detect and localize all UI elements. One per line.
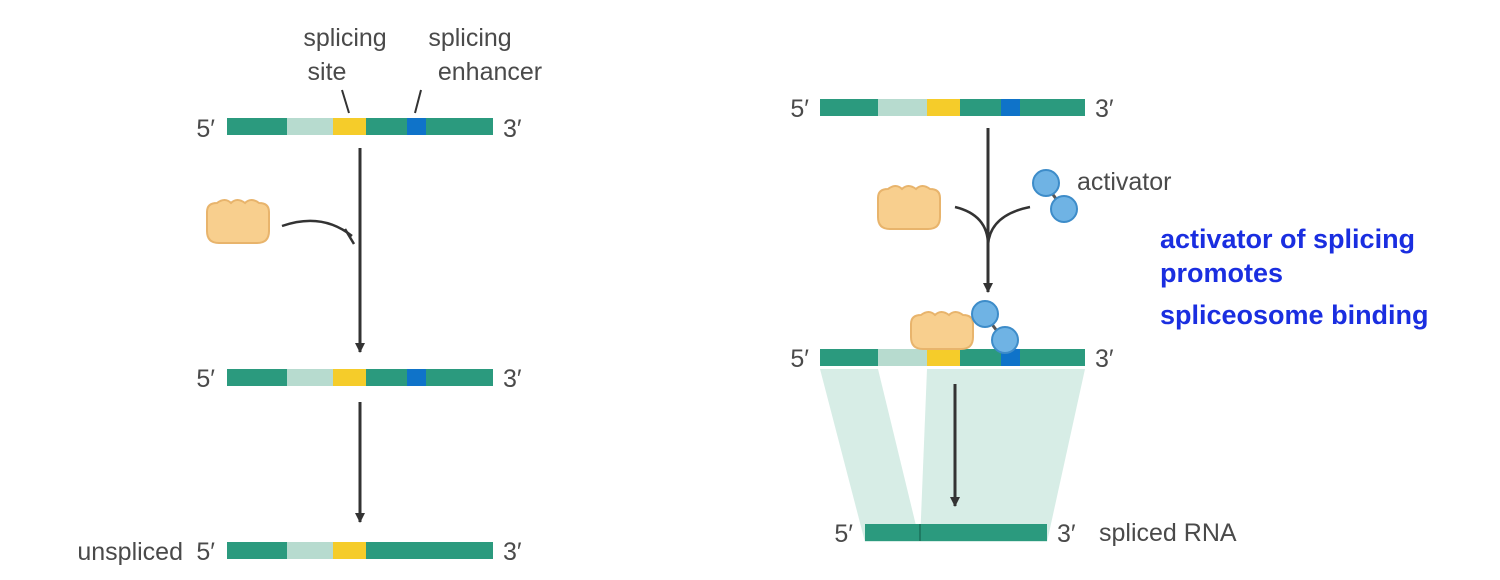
- spliceosome-protein-icon: [877, 185, 941, 230]
- five-prime-label: 5′: [790, 345, 809, 373]
- five-prime-label: 5′: [196, 365, 215, 393]
- right-strand-bottom: 5′ 3′ spliced RNA: [834, 519, 1236, 548]
- left-strand-middle: 5′ 3′: [196, 365, 521, 393]
- left-strand-bottom: unspliced 5′ 3′: [77, 538, 522, 566]
- repressor-protein-icon: [206, 199, 270, 244]
- inhibition-bar: [343, 228, 356, 245]
- three-prime-label: 3′: [503, 538, 522, 566]
- left-panel-repression: splicing site splicing enhancer 5′ 3′ 5′: [77, 24, 542, 566]
- left-strand-top: 5′ 3′: [196, 115, 521, 143]
- three-prime-label: 3′: [1095, 345, 1114, 373]
- three-prime-label: 3′: [503, 365, 522, 393]
- five-prime-label: 5′: [834, 520, 853, 548]
- five-prime-label: 5′: [790, 95, 809, 123]
- exon-segment: [287, 369, 333, 386]
- outcome-unspliced-label: unspliced: [77, 538, 183, 566]
- label-splicing-site-line1: splicing: [303, 24, 386, 52]
- right-panel-activation: 5′ 3′ activator 5′ 3′: [790, 95, 1428, 548]
- five-prime-label: 5′: [196, 115, 215, 143]
- label-splicing-site-line2: site: [308, 58, 347, 86]
- activator-label: activator: [1077, 168, 1171, 196]
- splice-site-segment: [333, 369, 366, 386]
- enhancer-segment: [407, 118, 426, 135]
- five-prime-label: 5′: [196, 538, 215, 566]
- splice-site-segment: [333, 118, 366, 135]
- note-line-1: activator of splicing: [1160, 224, 1415, 254]
- note-line-2: promotes: [1160, 258, 1283, 288]
- note-line-3: spliceosome binding: [1160, 300, 1429, 330]
- three-prime-label: 3′: [1095, 95, 1114, 123]
- three-prime-label: 3′: [503, 115, 522, 143]
- three-prime-label: 3′: [1057, 520, 1076, 548]
- exon-segment: [878, 99, 927, 116]
- converge-curve-left: [954, 205, 990, 246]
- exon-segment: [287, 542, 333, 559]
- splice-site-segment: [927, 99, 960, 116]
- mapping-shade-right: [920, 369, 1085, 542]
- right-strand-middle: 5′ 3′: [790, 345, 1113, 373]
- right-strand-top: 5′ 3′: [790, 95, 1113, 123]
- splice-site-segment: [927, 349, 960, 366]
- enhancer-segment: [1001, 99, 1020, 116]
- exon-segment: [878, 349, 927, 366]
- outcome-spliced-label: spliced RNA: [1099, 519, 1237, 547]
- converge-curve-right: [986, 205, 1031, 246]
- splice-site-segment: [333, 542, 366, 559]
- label-enhancer-line1: splicing: [428, 24, 511, 52]
- label-enhancer-line2: enhancer: [438, 58, 542, 86]
- inhibition-curve: [281, 219, 353, 237]
- pointer-enhancer: [414, 89, 422, 114]
- bound-spliceosome-icon: [910, 311, 974, 350]
- pointer-splicing-site: [341, 89, 350, 114]
- activator-molecule-icon: [1032, 169, 1078, 223]
- mapping-shade-left: [820, 369, 920, 542]
- enhancer-segment: [407, 369, 426, 386]
- bound-activator-icon: [971, 300, 1019, 354]
- spliced-rna-strand: [865, 524, 1047, 541]
- exon-segment: [287, 118, 333, 135]
